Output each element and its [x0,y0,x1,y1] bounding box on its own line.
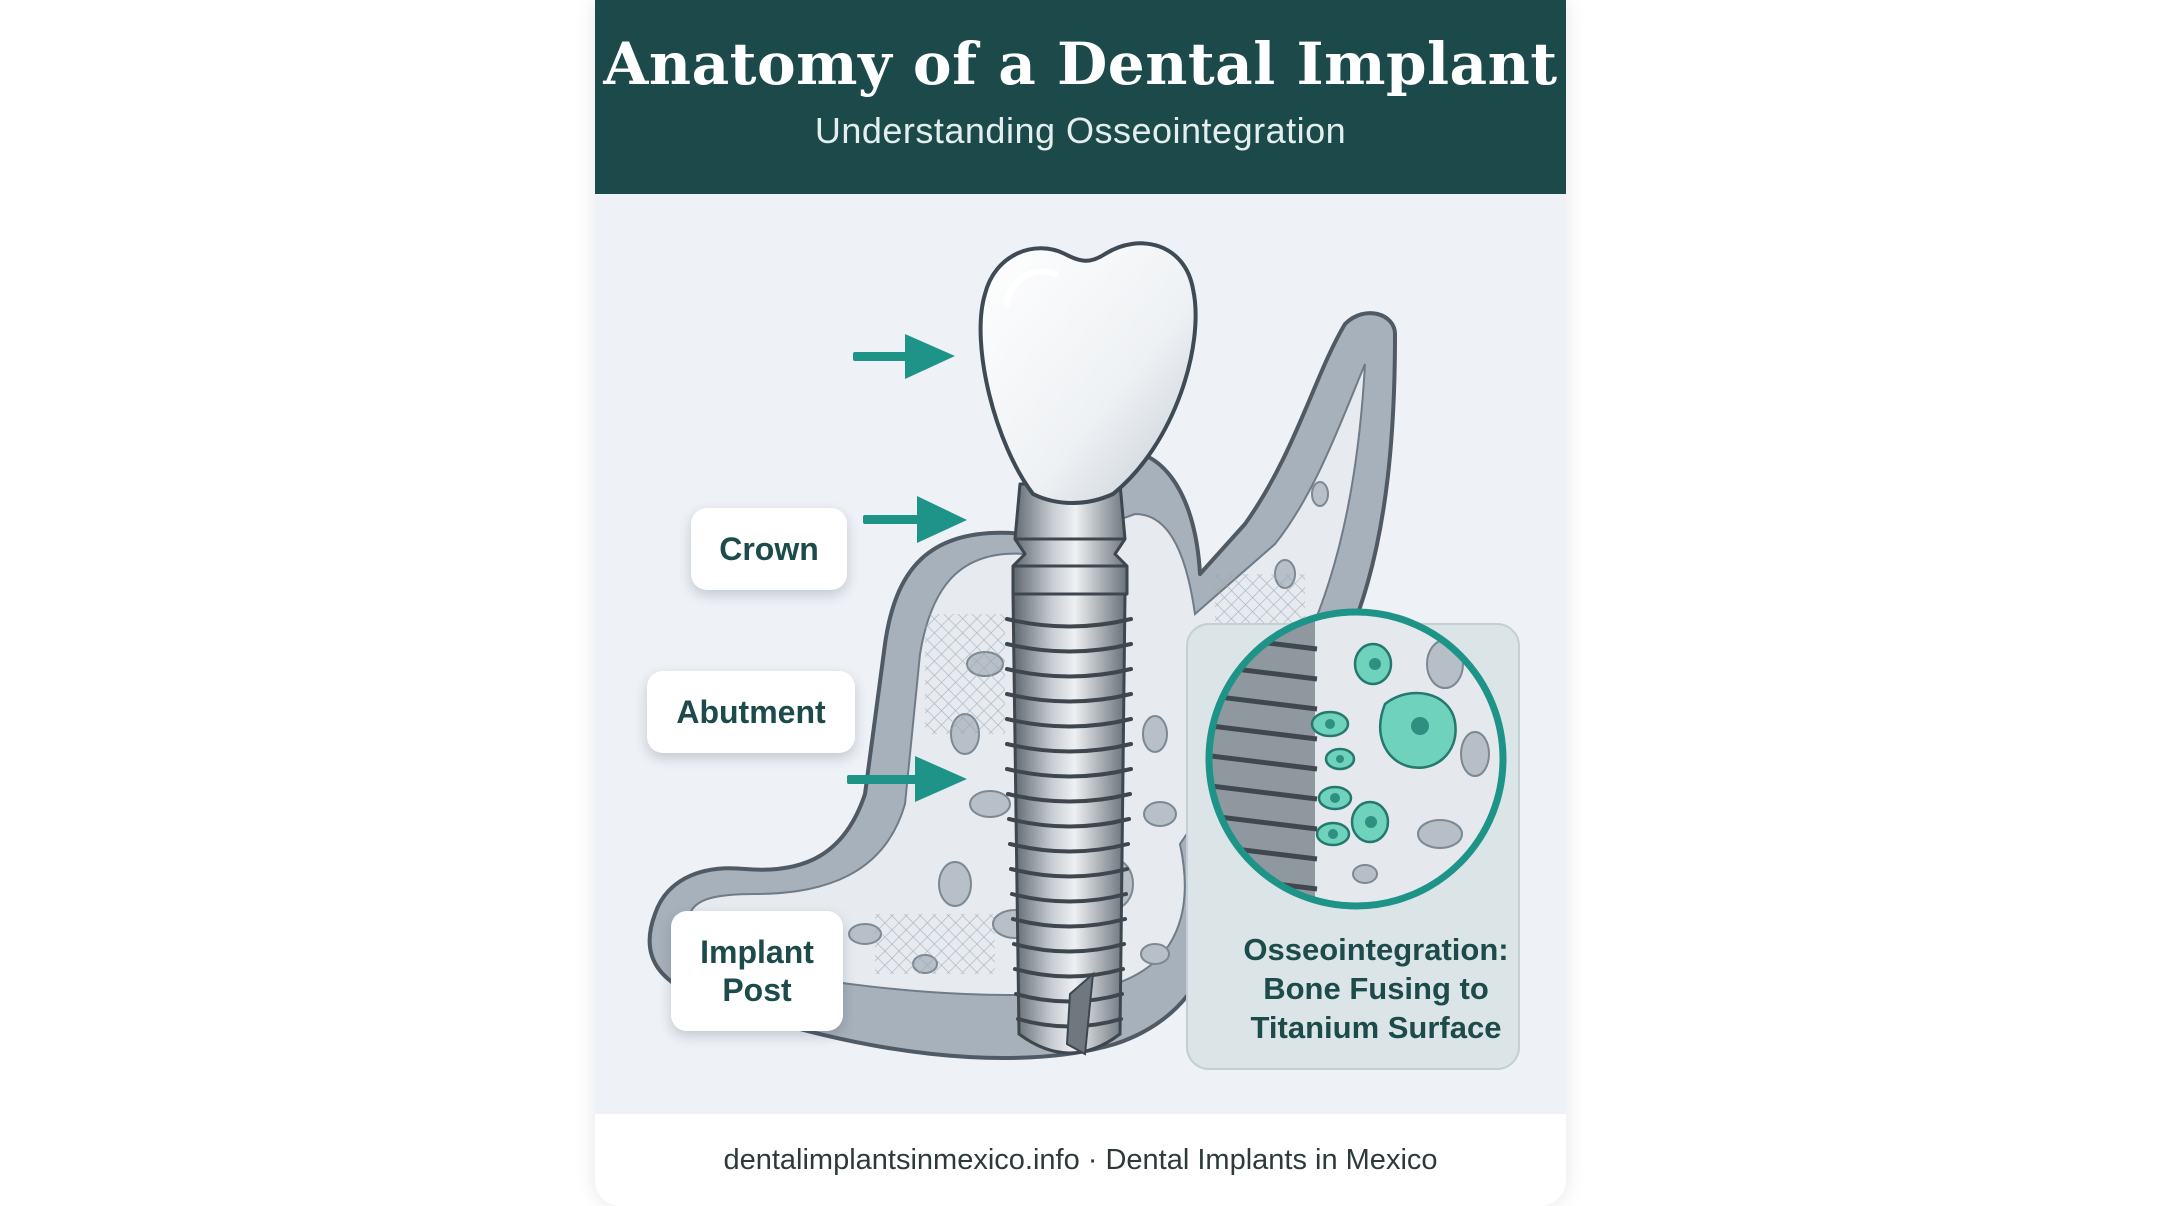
implant-post [1005,592,1133,1056]
label-arrows [847,334,967,802]
infographic-card: Anatomy of a Dental Implant Understandin… [595,0,1566,1206]
footer: dentalimplantsinmexico.info · Dental Imp… [595,1114,1566,1206]
label-crown: Crown [691,508,847,590]
osseointegration-callout [1186,608,1520,1070]
callout-caption: Osseointegration: Bone Fusing to Titaniu… [1243,932,1509,1045]
page-subtitle: Understanding Osseointegration [814,110,1347,151]
footer-source: dentalimplantsinmexico.info · Dental Imp… [723,1144,1438,1176]
illustration-panel: Crown Abutment Implant Post Osseointegra… [595,194,1566,1114]
abutment [1011,482,1129,596]
header-banner: Anatomy of a Dental Implant Understandin… [595,0,1566,194]
label-abutment: Abutment [647,671,855,753]
implant-illustration [647,241,1520,1070]
page-title: Anatomy of a Dental Implant [603,30,1558,98]
label-implant-post: Implant Post [671,911,843,1031]
crown [978,241,1198,505]
